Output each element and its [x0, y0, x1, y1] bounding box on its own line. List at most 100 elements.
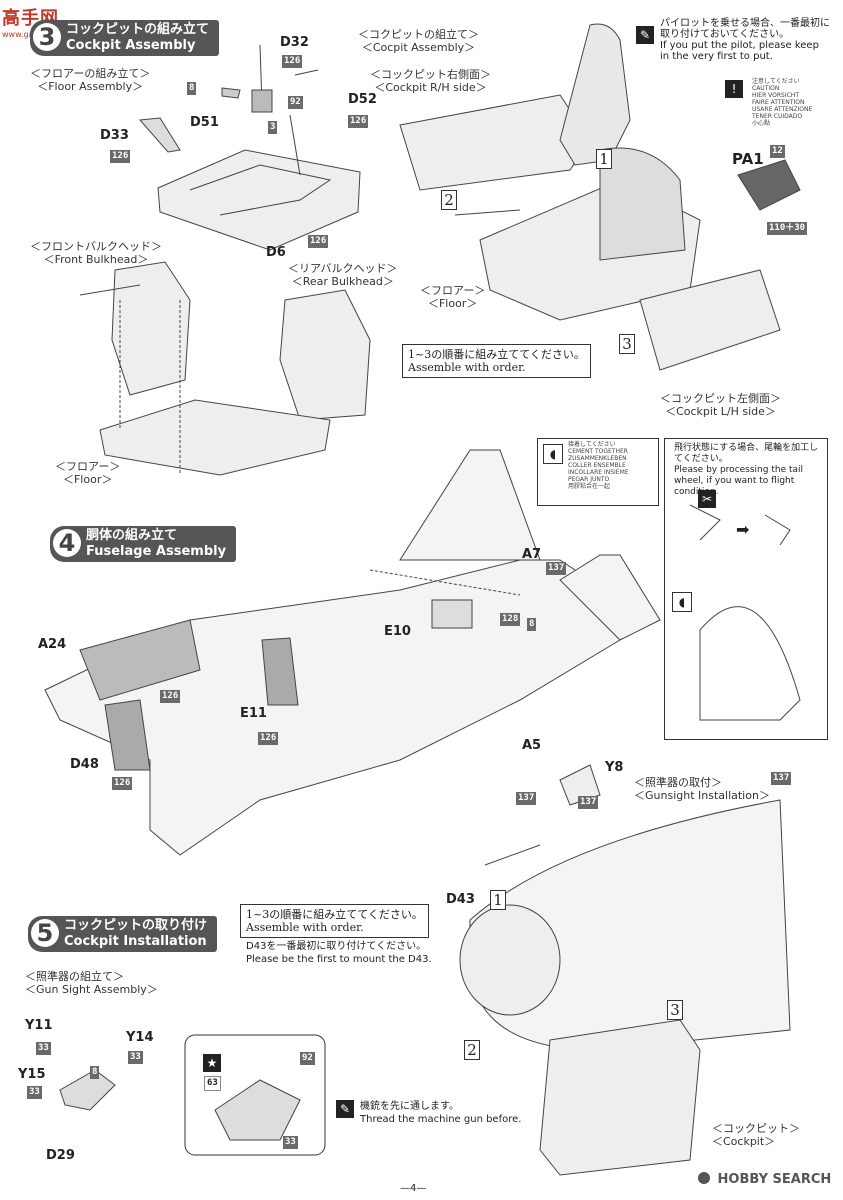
- paint-code: 33: [36, 1042, 51, 1055]
- d43-note: D43を一番最初に取り付けてください。 Please be the first …: [246, 940, 432, 966]
- part-A24: A24: [38, 637, 67, 652]
- paint-code: 137: [771, 772, 792, 785]
- cockpit-lh-label: ＜コックピット左側面＞ ＜Cockpit L/H side＞: [660, 392, 781, 418]
- paint-code: 92: [300, 1052, 315, 1065]
- caution-line: HIER VORSICHT: [752, 92, 799, 99]
- cut-icon: ✂: [698, 490, 716, 508]
- floor-assembly-label-en: ＜Floor Assembly＞: [37, 80, 144, 93]
- floor-label-2-en: ＜Floor＞: [427, 297, 478, 310]
- paint-code: 63: [204, 1076, 221, 1091]
- order-number: 3: [667, 1000, 683, 1020]
- cockpit-assembly-label-en: ＜Cocpit Assembly＞: [361, 41, 476, 54]
- order-note-1-jp: 1~3の順番に組み立ててください。: [408, 348, 585, 361]
- caution-line: USARE ATTENZIONE: [752, 106, 813, 113]
- paint-code: 3: [268, 121, 278, 134]
- cockpit-label: ＜コックピット＞ ＜Cockpit＞: [712, 1122, 800, 1148]
- paint-code: 33: [27, 1086, 42, 1099]
- front-bulkhead-label-jp: ＜フロントバルクヘッド＞: [30, 240, 162, 253]
- part-D43: D43: [446, 892, 475, 907]
- paint-code: 137: [578, 796, 599, 809]
- order-note-1-en: Assemble with order.: [408, 361, 526, 374]
- gun-note-jp: 機銃を先に通します。: [360, 1101, 459, 1112]
- part-A5: A5: [522, 738, 542, 753]
- part-Y8: Y8: [605, 760, 624, 775]
- caution-line: 注意してください: [752, 78, 800, 85]
- rear-bulkhead-label: ＜リアバルクヘッド＞ ＜Rear Bulkhead＞: [288, 262, 398, 288]
- cement-note: 接着してください CEMENT TOGETHER ZUSAMMENKLEBEN …: [568, 441, 629, 490]
- part-D6: D6: [266, 245, 286, 260]
- part-PA1: PA1: [732, 150, 764, 168]
- floor-assembly-label-jp: ＜フロアーの組み立て＞: [30, 67, 151, 80]
- cement-line: CEMENT TOGETHER: [568, 448, 628, 455]
- brush-icon: ✎: [636, 26, 654, 44]
- paint-code: 33: [283, 1136, 298, 1149]
- paint-code: 8: [187, 82, 197, 95]
- paint-code: 137: [546, 562, 567, 575]
- cement-line: 用膠粘合在一起: [568, 483, 611, 490]
- step4-title-jp: 胴体の組み立て: [86, 528, 178, 543]
- floor-label-1-jp: ＜フロアー＞: [55, 460, 121, 473]
- step3-header: 3 コックピットの組み立て Cockpit Assembly: [30, 20, 220, 56]
- paint-code: 110＋30: [767, 222, 808, 235]
- pilot-figure: [559, 23, 631, 166]
- gun-sight-assembly-label: ＜照準器の組立て＞ ＜Gun Sight Assembly＞: [25, 970, 158, 996]
- front-bulkhead-label-en: ＜Front Bulkhead＞: [43, 253, 149, 266]
- caution-icon: !: [725, 80, 743, 98]
- cockpit-rh-label-en: ＜Cockpit R/H side＞: [374, 81, 487, 94]
- cockpit-lh-label-en: ＜Cockpit L/H side＞: [665, 405, 776, 418]
- cockpit-assembly-label-jp: ＜コクピットの組立て＞: [358, 28, 479, 41]
- tail-fin-drawing: [399, 449, 541, 561]
- floor-label-2-jp: ＜フロアー＞: [420, 284, 486, 297]
- caution-line: 小心點: [752, 120, 771, 127]
- star-icon: ★: [203, 1054, 221, 1072]
- part-E11: E11: [240, 706, 267, 721]
- part-A7: A7: [522, 547, 542, 562]
- d43-note-en: Please be the first to mount the D43.: [246, 954, 432, 965]
- front-bulkhead-drawing: [111, 261, 191, 396]
- order-note-2: 1~3の順番に組み立ててください。 Assemble with order.: [240, 904, 429, 938]
- step4-header: 4 胴体の組み立て Fuselage Assembly: [50, 526, 237, 562]
- cement-line: ZUSAMMENKLEBEN: [568, 455, 627, 462]
- part-D48: D48: [70, 757, 99, 772]
- cement-line: COLLER ENSEMBLE: [568, 462, 626, 469]
- tail-wheel-box: [664, 438, 828, 740]
- paint-code: 33: [128, 1051, 143, 1064]
- paint-code: 126: [110, 150, 131, 163]
- floor-assembly-label: ＜フロアーの組み立て＞ ＜Floor Assembly＞: [30, 67, 150, 93]
- gunsight-installation-label-jp: ＜照準器の取付＞: [634, 776, 722, 789]
- paint-code: 126: [258, 732, 279, 745]
- part-D32: D32: [280, 35, 309, 50]
- gun-note: 機銃を先に通します。 Thread the machine gun before…: [360, 1100, 521, 1126]
- floor-drawing: [99, 399, 331, 476]
- step3-number: 3: [33, 23, 61, 51]
- step5-number: 5: [31, 919, 59, 947]
- step5-title-en: Cockpit Installation: [64, 934, 207, 949]
- gun-note-en: Thread the machine gun before.: [360, 1114, 522, 1125]
- step5-title-jp: コックピットの取り付け: [64, 918, 208, 933]
- paint-code: 126: [308, 235, 329, 248]
- paint-code: 126: [348, 115, 369, 128]
- tail-wheel-note-en: Please by processing the tail wheel, if …: [674, 465, 804, 497]
- step4-title-en: Fuselage Assembly: [86, 544, 227, 559]
- step5-header: 5 コックピットの取り付け Cockpit Installation: [28, 916, 218, 952]
- paint-code: 128: [500, 613, 521, 626]
- pilot-note-jp: パイロットを乗せる場合、一番最初に取り付けておいてください。: [660, 18, 830, 40]
- floor-label-2: ＜フロアー＞ ＜Floor＞: [420, 284, 485, 310]
- arrow-right-icon: ➡: [736, 520, 750, 539]
- cement-line: INCOLLARE INSIEME: [568, 469, 629, 476]
- paint-code: 8: [90, 1066, 100, 1079]
- paint-code: 12: [770, 145, 785, 158]
- order-number: 1: [596, 149, 612, 169]
- cockpit-label-jp: ＜コックピット＞: [712, 1122, 800, 1135]
- pilot-note-en: If you put the pilot, please keep in the…: [660, 40, 819, 62]
- footer-brand: HOBBY SEARCH: [698, 1172, 831, 1187]
- front-bulkhead-label: ＜フロントバルクヘッド＞ ＜Front Bulkhead＞: [30, 240, 162, 266]
- part-D33: D33: [100, 128, 129, 143]
- d43-note-jp: D43を一番最初に取り付けてください。: [246, 941, 427, 952]
- part-D51: D51: [190, 115, 219, 130]
- gun-sight-drawing: [59, 1069, 116, 1111]
- order-number: 3: [619, 334, 635, 354]
- part-D29: D29: [46, 1148, 75, 1163]
- floor-label-1-en: ＜Floor＞: [62, 473, 113, 486]
- caution-line: CAUTION: [752, 85, 780, 92]
